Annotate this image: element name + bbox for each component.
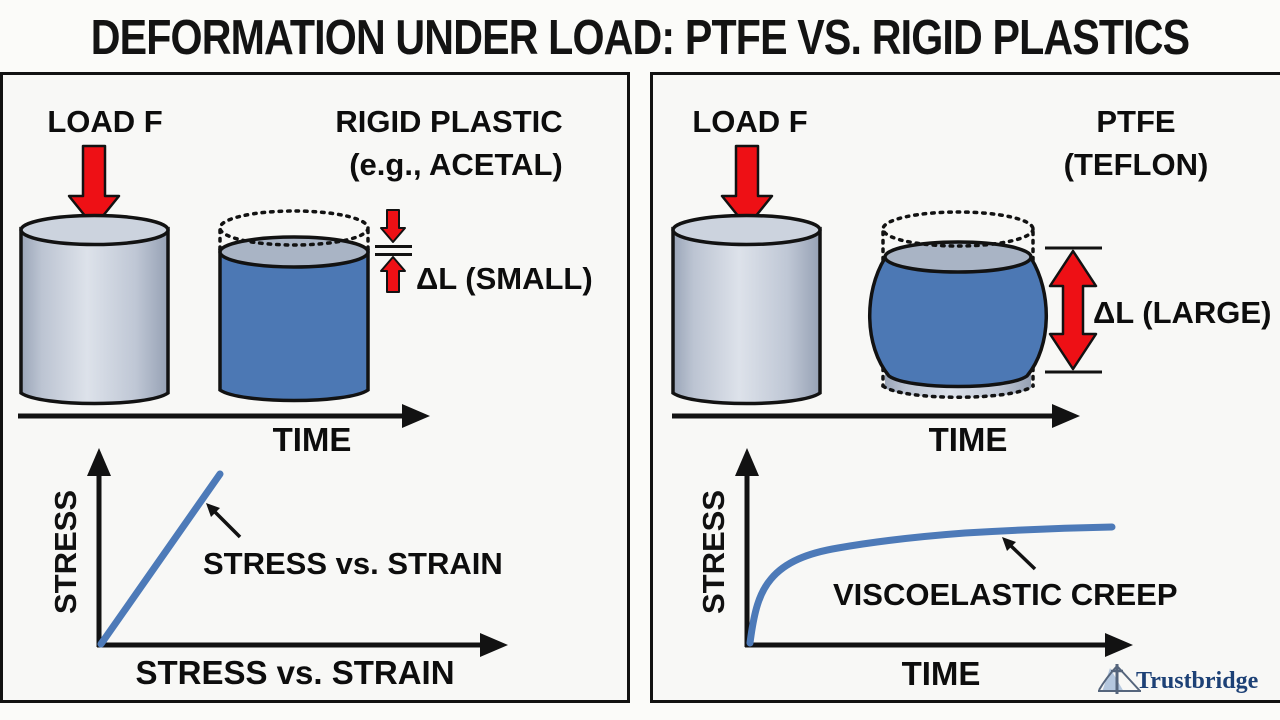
delta-large-double-arrow-icon xyxy=(1048,249,1098,371)
time-axis-left-arrowhead xyxy=(402,404,430,428)
delta-small-gap-lines xyxy=(375,245,412,256)
load-arrow-icon xyxy=(720,144,774,229)
y-axis-label-left: STRESS xyxy=(48,489,83,615)
ptfe-barrel-top xyxy=(883,240,1033,274)
compressed-cylinder xyxy=(218,248,370,403)
graph-left-y-arrowhead xyxy=(87,448,111,476)
annotation-arrowhead-right xyxy=(1002,537,1016,551)
y-axis-label-right: STRESS xyxy=(696,489,731,615)
original-outline-sides xyxy=(218,228,370,254)
delta-small-up-arrow-icon xyxy=(380,256,406,293)
curve-annotation-right: VISCOELASTIC CREEP xyxy=(833,577,1178,612)
page-title: DEFORMATION UNDER LOAD: PTFE VS. RIGID P… xyxy=(90,11,1190,65)
delta-small-label: ΔL (SMALL) xyxy=(416,261,593,296)
original-outline-dotted xyxy=(881,210,1035,248)
graph-left-x-arrowhead xyxy=(480,633,508,657)
curve-annotation-left: STRESS vs. STRAIN xyxy=(203,546,503,581)
x-axis-label-right: TIME xyxy=(901,655,981,692)
annotation-arrowhead-left xyxy=(206,503,220,517)
graph-right-y-arrowhead xyxy=(735,448,759,476)
load-label-right: LOAD F xyxy=(692,104,808,139)
x-axis-label-left: STRESS vs. STRAIN xyxy=(135,654,455,691)
material-title-right-line2: (TEFLON) xyxy=(1063,147,1209,182)
material-title-left-line1: RIGID PLASTIC xyxy=(335,104,563,139)
annotation-arrow-right xyxy=(1008,543,1037,571)
time-axis-label-right: TIME xyxy=(928,421,1008,458)
delta-small-down-arrow-icon xyxy=(380,209,406,243)
material-title-left-line2: (e.g., ACETAL) xyxy=(349,147,563,182)
delta-large-label: ΔL (LARGE) xyxy=(1093,295,1272,330)
creep-curve xyxy=(746,523,1116,647)
original-outline-bottom-dotted xyxy=(881,384,1035,399)
delta-large-cap-lines xyxy=(1045,246,1102,374)
reference-cylinder xyxy=(671,226,822,406)
load-arrow-icon xyxy=(67,144,121,229)
original-outline-dotted xyxy=(218,209,370,247)
time-axis-right-arrowhead xyxy=(1052,404,1080,428)
reference-cylinder-top xyxy=(671,213,822,247)
stress-strain-curve xyxy=(97,470,224,648)
compressed-cylinder-top xyxy=(218,235,370,269)
load-label-left: LOAD F xyxy=(47,104,163,139)
trustbridge-wordmark: Trustbridge xyxy=(1136,668,1259,694)
ptfe-barrel xyxy=(868,255,1048,389)
material-title-right-line1: PTFE xyxy=(1096,104,1176,139)
trustbridge-bridge-icon xyxy=(1098,664,1141,694)
time-axis-label-left: TIME xyxy=(272,421,352,458)
annotation-arrow-left xyxy=(212,509,242,539)
reference-cylinder xyxy=(19,226,170,406)
graph-right-x-arrowhead xyxy=(1105,633,1133,657)
reference-cylinder-top xyxy=(19,213,170,247)
